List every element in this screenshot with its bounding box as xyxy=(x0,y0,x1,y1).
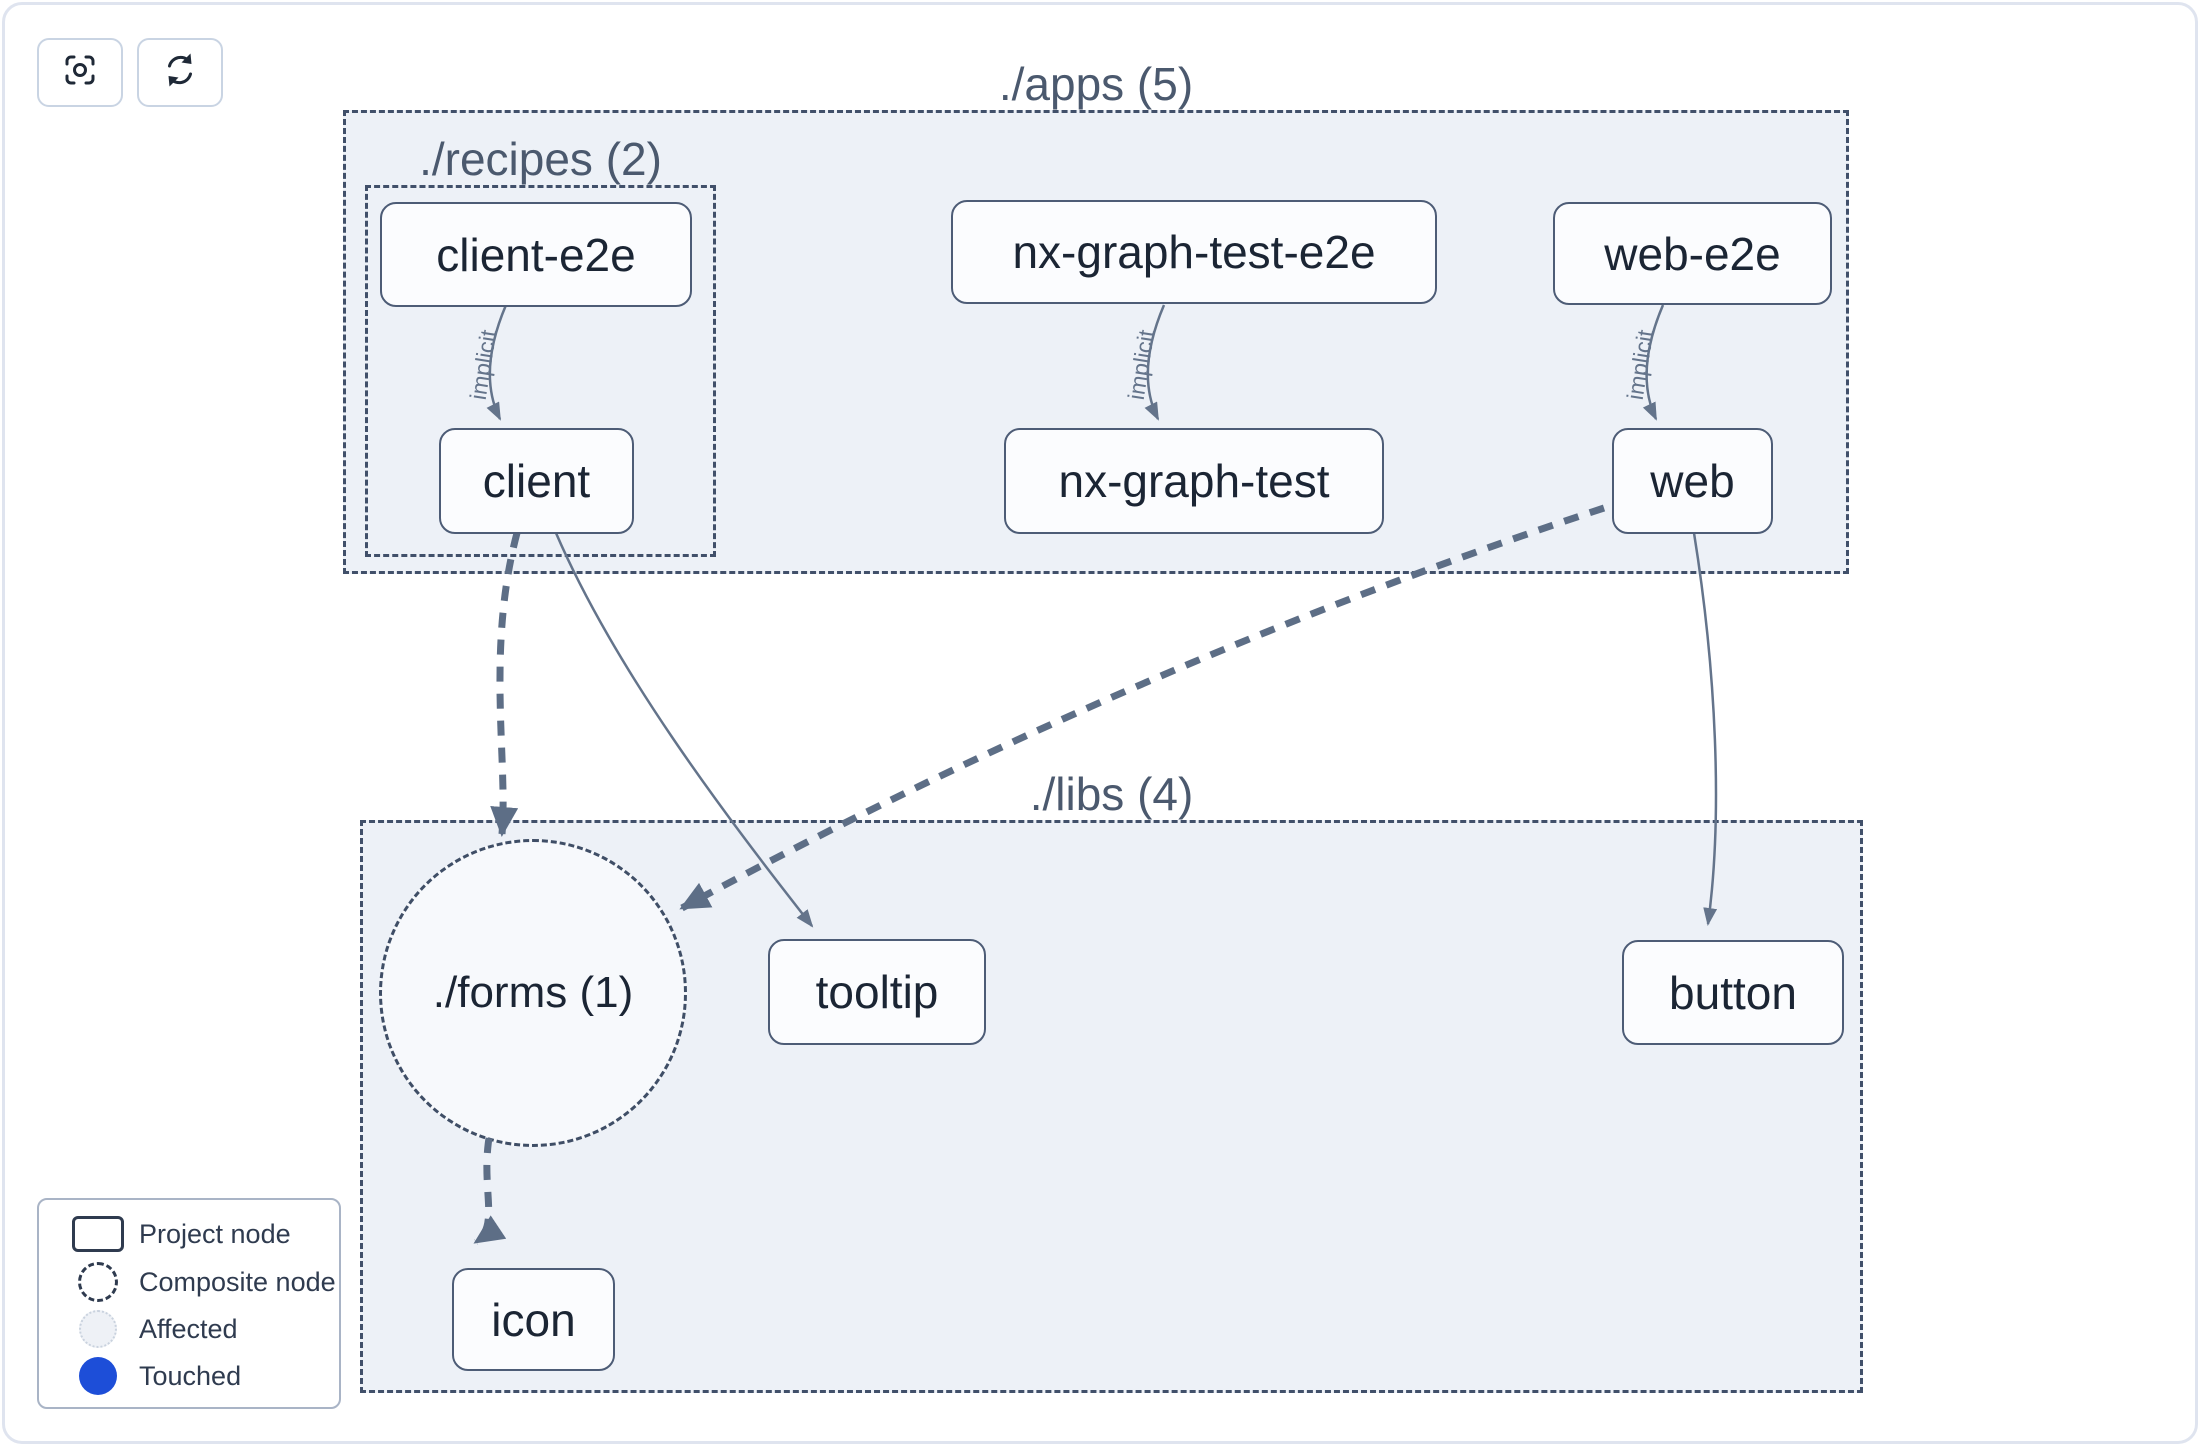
node-client-e2e-label: client-e2e xyxy=(436,228,636,281)
node-web-e2e-label: web-e2e xyxy=(1604,227,1781,280)
composite-node-swatch xyxy=(67,1262,129,1302)
project-node-swatch xyxy=(67,1216,129,1252)
legend-label-composite: Composite node xyxy=(139,1266,336,1297)
node-button[interactable]: button xyxy=(1622,940,1844,1045)
node-client[interactable]: client xyxy=(439,428,634,534)
node-client-e2e[interactable]: client-e2e xyxy=(380,202,692,307)
node-tooltip-label: tooltip xyxy=(815,966,939,1018)
node-nx-graph-test-e2e[interactable]: nx-graph-test-e2e xyxy=(951,200,1437,304)
legend-row-composite: Composite node xyxy=(39,1258,339,1306)
legend-row-project: Project node xyxy=(39,1210,339,1258)
refresh-button[interactable] xyxy=(137,38,223,107)
node-nx-graph-test-e2e-label: nx-graph-test-e2e xyxy=(1012,226,1376,278)
focus-icon xyxy=(60,50,100,95)
legend-label-affected: Affected xyxy=(139,1313,238,1344)
group-recipes-label: ./recipes (2) xyxy=(419,133,662,185)
legend-row-touched: Touched xyxy=(39,1352,339,1400)
legend-label-project: Project node xyxy=(139,1218,291,1249)
node-nx-graph-test[interactable]: nx-graph-test xyxy=(1004,428,1384,534)
group-recipes: ./recipes (2) xyxy=(365,133,716,557)
touched-swatch xyxy=(67,1357,129,1395)
node-web-e2e[interactable]: web-e2e xyxy=(1553,202,1832,305)
group-apps-label: ./apps (5) xyxy=(998,58,1194,110)
legend-row-affected: Affected xyxy=(39,1305,339,1353)
node-icon[interactable]: icon xyxy=(452,1268,615,1371)
node-client-label: client xyxy=(482,455,591,507)
group-libs-label: ./libs (4) xyxy=(1029,768,1194,820)
node-button-label: button xyxy=(1669,966,1797,1019)
node-tooltip[interactable]: tooltip xyxy=(768,939,986,1045)
composite-node-forms[interactable]: ./forms (1) xyxy=(379,839,687,1147)
legend-label-touched: Touched xyxy=(139,1360,242,1391)
refresh-icon xyxy=(160,50,200,95)
node-icon-label: icon xyxy=(491,1293,576,1346)
legend: Project node Composite node Affected Tou… xyxy=(37,1198,341,1409)
node-web-label: web xyxy=(1650,455,1735,507)
focus-button[interactable] xyxy=(37,38,123,107)
node-web[interactable]: web xyxy=(1612,428,1773,534)
node-nx-graph-test-label: nx-graph-test xyxy=(1058,455,1330,507)
affected-swatch xyxy=(67,1310,129,1348)
composite-node-forms-label: ./forms (1) xyxy=(432,968,634,1017)
